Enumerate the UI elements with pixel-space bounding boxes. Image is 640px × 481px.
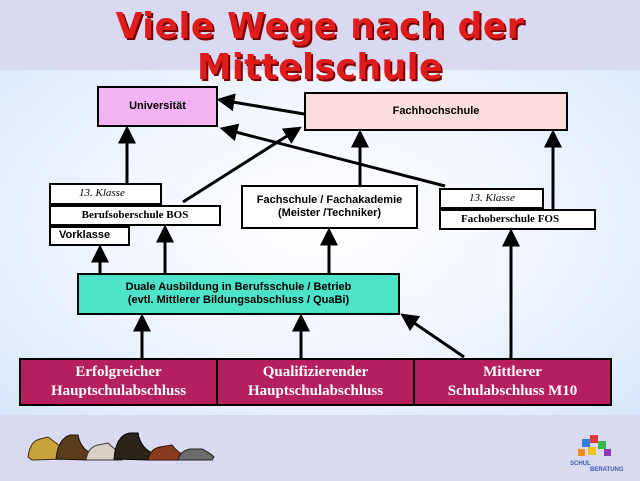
duale-ausbildung-box: Duale Ausbildung in Berufsschule / Betri… xyxy=(77,273,400,315)
abschluss-qualifizierender: Qualifizierender Hauptschulabschluss xyxy=(218,360,415,404)
universitaet-box: Universität xyxy=(97,86,218,127)
abschluss-line1: Erfolgreicher xyxy=(75,364,162,381)
fachschule-line2: (Meister /Techniker) xyxy=(277,207,382,219)
abschluss-line2: Schulabschluss M10 xyxy=(447,383,578,399)
abschluss-line2: Hauptschulabschluss xyxy=(247,383,384,399)
abschluss-row: Erfolgreicher Hauptschulabschluss Qualif… xyxy=(19,358,612,406)
duale-line1: Duale Ausbildung in Berufsschule / Betri… xyxy=(125,280,352,293)
bos-box: Berufsoberschule BOS xyxy=(49,205,221,226)
fachschule-line1: Fachschule / Fachakademie xyxy=(256,193,403,206)
abschluss-erfolgreicher: Erfolgreicher Hauptschulabschluss xyxy=(21,360,218,404)
abschluss-line1: Mittlerer xyxy=(483,364,542,381)
fos-klasse13-box: 13. Klasse xyxy=(439,188,544,209)
logo-word1: SCHUL xyxy=(570,461,591,467)
fachhochschule-box: Fachhochschule xyxy=(304,92,568,131)
bos-klasse13-box: 13. Klasse xyxy=(49,183,162,205)
abschluss-line1: Qualifizierender xyxy=(262,364,369,381)
title-band xyxy=(0,0,640,70)
abschluss-line2: Hauptschulabschluss xyxy=(50,383,187,399)
duale-line2: (evtl. Mittlerer Bildungsabschluss / Qua… xyxy=(127,294,350,306)
vorklasse-box: Vorklasse xyxy=(49,226,130,246)
shoes-illustration xyxy=(27,432,215,461)
fos-box: Fachoberschule FOS xyxy=(439,209,596,230)
schulberatung-logo xyxy=(578,435,611,456)
abschluss-mittlerer: Mittlerer Schulabschluss M10 xyxy=(415,360,610,404)
logo-word2: BERATUNG xyxy=(590,467,624,473)
fachschule-box: Fachschule / Fachakademie (Meister /Tech… xyxy=(241,185,418,229)
page-title: Viele Wege nach der Mittelschule xyxy=(115,6,525,88)
